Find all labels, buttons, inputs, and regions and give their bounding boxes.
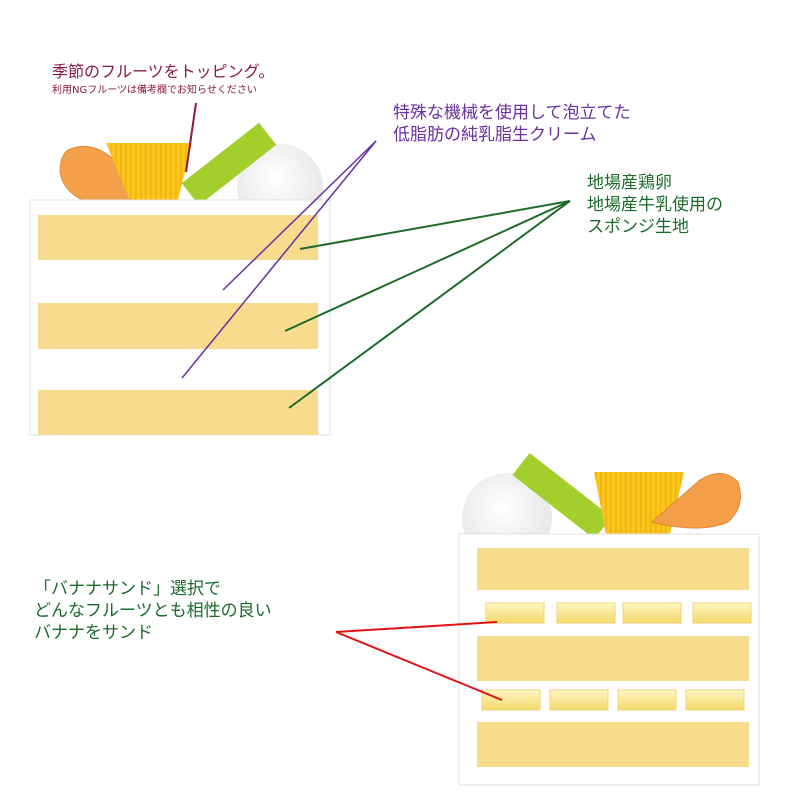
banana-annotation-line: どんなフルーツとも相性の良い — [34, 601, 272, 622]
banana-annotation-line: 「バナナサンド」選択で — [34, 579, 221, 599]
sponge-layer — [38, 303, 318, 349]
banana-slice — [692, 602, 752, 624]
cream-annotation: 特殊な機械を使用して泡立てた 低脂肪の純乳脂生クリーム — [393, 102, 631, 146]
sponge-annotation-line: スポンジ生地 — [587, 217, 689, 238]
banana-slice — [622, 602, 682, 624]
mango-topping — [106, 143, 192, 200]
banana-leader-line — [335, 621, 498, 633]
banana-slice — [685, 689, 745, 711]
cream-leader-line — [181, 140, 377, 379]
cream-leader-line — [222, 140, 377, 291]
banana-slice — [485, 602, 545, 624]
banana-annotation-line: バナナをサンド — [34, 623, 153, 644]
kiwi-topping — [512, 452, 612, 540]
banana-annotation: 「バナナサンド」選択で どんなフルーツとも相性の良い バナナをサンド — [34, 578, 272, 644]
cream-annotation-line: 低脂肪の純乳脂生クリーム — [393, 125, 597, 146]
sponge-leader-line — [288, 200, 571, 409]
sponge-layer — [477, 548, 749, 590]
orange-topping — [650, 473, 741, 529]
sponge-layer — [477, 722, 749, 767]
topping-annotation-title: 季節のフルーツをトッピング。 — [52, 62, 275, 81]
sponge-leader-line — [284, 200, 571, 332]
banana-slice — [549, 689, 609, 711]
sponge-annotation-line: 地場産牛乳使用の — [587, 195, 723, 216]
banana-leader-line — [335, 631, 503, 701]
cake-banana-sandwich — [458, 452, 760, 786]
topping-annotation-note: 利用NGフルーツは備考欄でお知らせください — [52, 85, 257, 96]
sponge-annotation-line: 地場産鶏卵 — [587, 173, 672, 193]
sponge-layer — [38, 390, 318, 435]
cake-standard — [29, 122, 331, 436]
banana-slice — [481, 689, 541, 711]
sponge-leader-line — [299, 200, 571, 250]
cream-annotation-line: 特殊な機械を使用して泡立てた — [393, 103, 631, 123]
banana-slice — [556, 602, 616, 624]
sponge-layer — [477, 636, 749, 681]
banana-slice — [617, 689, 677, 711]
kiwi-topping — [181, 122, 277, 206]
sponge-annotation: 地場産鶏卵 地場産牛乳使用の スポンジ生地 — [587, 172, 723, 238]
sponge-layer — [38, 215, 318, 260]
topping-leader-line — [185, 102, 197, 173]
